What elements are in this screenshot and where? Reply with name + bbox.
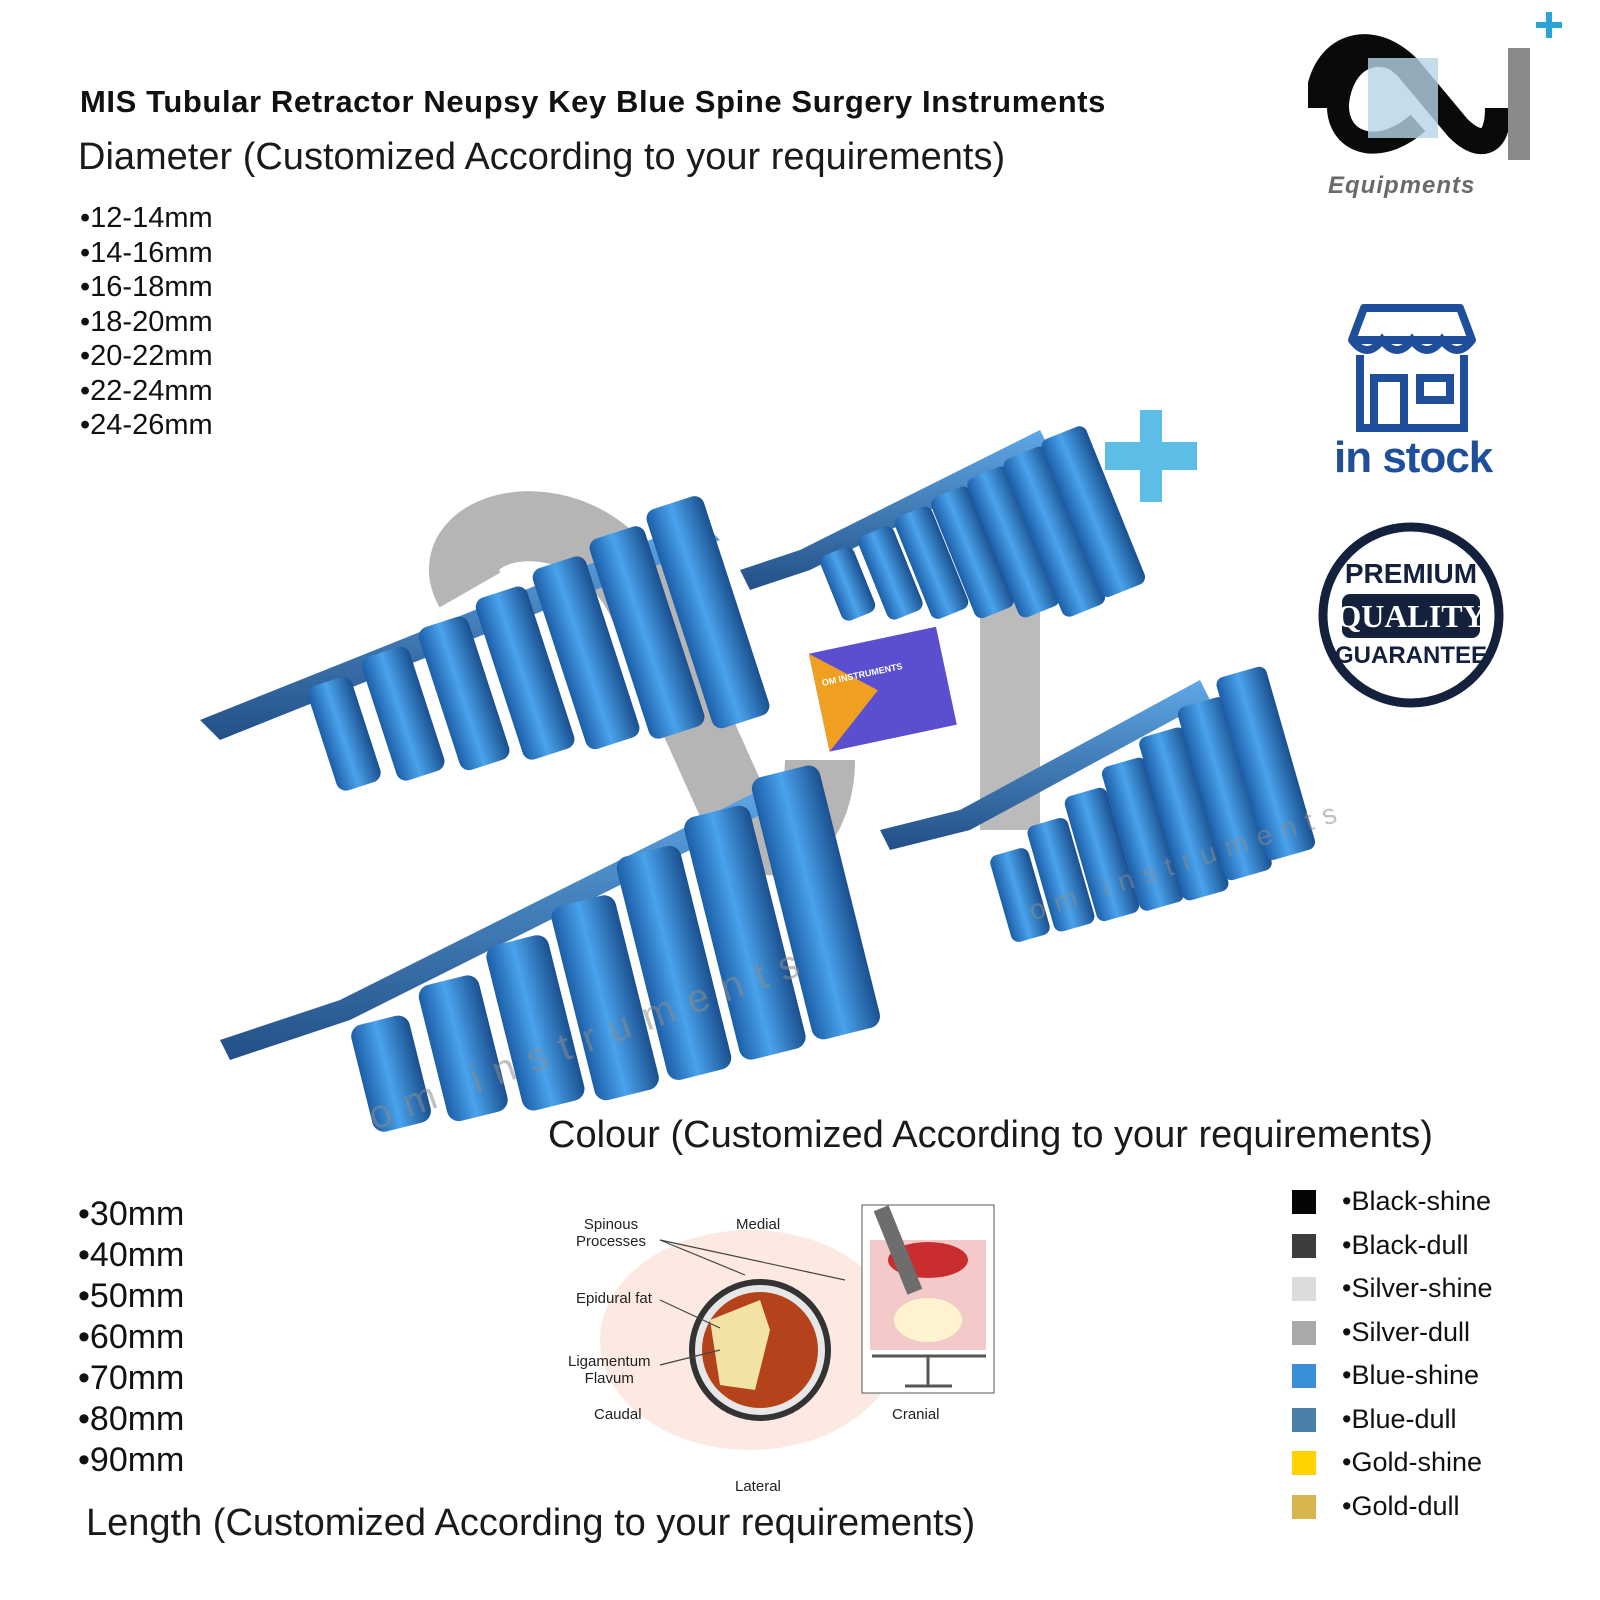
brand-logo <box>1305 8 1568 198</box>
length-heading: Length (Customized According to your req… <box>86 1502 976 1544</box>
colour-option: Black-dull <box>1292 1224 1493 1268</box>
list-item: 14-16mm <box>80 236 213 271</box>
colour-list: Black-shineBlack-dullSilver-shineSilver-… <box>1292 1180 1493 1528</box>
label-spinous: Spinous Processes <box>576 1216 647 1250</box>
colour-heading: Colour (Customized According to your req… <box>548 1114 1433 1156</box>
diameter-list: 12-14mm 14-16mm 16-18mm 18-20mm 20-22mm … <box>80 201 213 443</box>
colour-swatch <box>1292 1190 1316 1214</box>
omi-logo-icon <box>1305 12 1562 160</box>
retractor-set-2 <box>740 426 1146 621</box>
label-cranial: Cranial <box>892 1406 940 1423</box>
label-medial: Medial <box>736 1216 781 1233</box>
colour-option: Gold-dull <box>1292 1485 1493 1529</box>
quality-badge: PREMIUM QUALITY GUARANTEE <box>1316 520 1506 710</box>
colour-swatch <box>1292 1407 1316 1432</box>
badge-ring-icon <box>1318 522 1504 708</box>
colour-swatch <box>1292 1451 1316 1475</box>
colour-option: Silver-shine <box>1292 1267 1493 1311</box>
colour-label: Blue-dull <box>1342 1404 1457 1434</box>
list-item: 90mm <box>78 1440 184 1481</box>
retractor-set-4 <box>880 666 1316 942</box>
retractor-set-3 <box>220 765 880 1132</box>
label-epidural: Epidural fat <box>576 1290 652 1307</box>
label-caudal: Caudal <box>594 1406 642 1423</box>
colour-swatch <box>1292 1494 1316 1519</box>
list-item: 20-22mm <box>80 339 213 374</box>
colour-option: Silver-dull <box>1292 1311 1493 1355</box>
colour-label: Blue-shine <box>1342 1360 1479 1390</box>
list-item: 40mm <box>78 1235 184 1276</box>
label-ligamentum: Ligamentum Flavum <box>568 1353 651 1387</box>
diameter-heading: Diameter (Customized According to your r… <box>78 136 1006 178</box>
colour-label: Silver-dull <box>1342 1317 1470 1347</box>
list-item: 18-20mm <box>80 305 213 340</box>
logo-text: Equipments <box>1328 172 1476 199</box>
retractor-set-1 <box>200 496 770 791</box>
colour-label: Black-dull <box>1342 1230 1469 1260</box>
page-title: MIS Tubular Retractor Neupsy Key Blue Sp… <box>80 84 1107 119</box>
colour-label: Gold-shine <box>1342 1447 1482 1477</box>
list-item: 16-18mm <box>80 270 213 305</box>
label-lateral: Lateral <box>735 1478 781 1495</box>
list-item: 30mm <box>78 1194 184 1235</box>
list-item: 50mm <box>78 1276 184 1317</box>
badge-line3: GUARANTEE <box>1334 642 1487 669</box>
colour-label: Gold-dull <box>1342 1491 1460 1521</box>
colour-option: Gold-shine <box>1292 1441 1493 1485</box>
colour-swatch <box>1292 1233 1316 1258</box>
anatomy-diagram: Spinous Processes Medial Epidural fat Li… <box>560 1200 1000 1510</box>
badge-line1: PREMIUM <box>1344 558 1478 589</box>
badge-line2: QUALITY <box>1336 598 1486 634</box>
business-card <box>808 626 957 752</box>
list-item: 70mm <box>78 1358 184 1399</box>
length-list: 30mm 40mm 50mm 60mm 70mm 80mm 90mm <box>78 1194 184 1481</box>
product-photo <box>180 400 1330 1160</box>
colour-swatch <box>1292 1277 1316 1301</box>
colour-label: Black-shine <box>1342 1186 1491 1216</box>
colour-option: Blue-shine <box>1292 1354 1493 1398</box>
list-item: 80mm <box>78 1399 184 1440</box>
colour-option: Blue-dull <box>1292 1398 1493 1442</box>
stock-label: in stock <box>1334 433 1493 482</box>
colour-swatch <box>1292 1320 1316 1345</box>
colour-swatch <box>1292 1364 1316 1388</box>
list-item: 12-14mm <box>80 201 213 236</box>
colour-label: Silver-shine <box>1342 1273 1493 1303</box>
store-icon <box>1342 300 1482 440</box>
colour-option: Black-shine <box>1292 1180 1493 1224</box>
list-item: 60mm <box>78 1317 184 1358</box>
list-item: 24-26mm <box>80 408 213 443</box>
list-item: 22-24mm <box>80 374 213 409</box>
